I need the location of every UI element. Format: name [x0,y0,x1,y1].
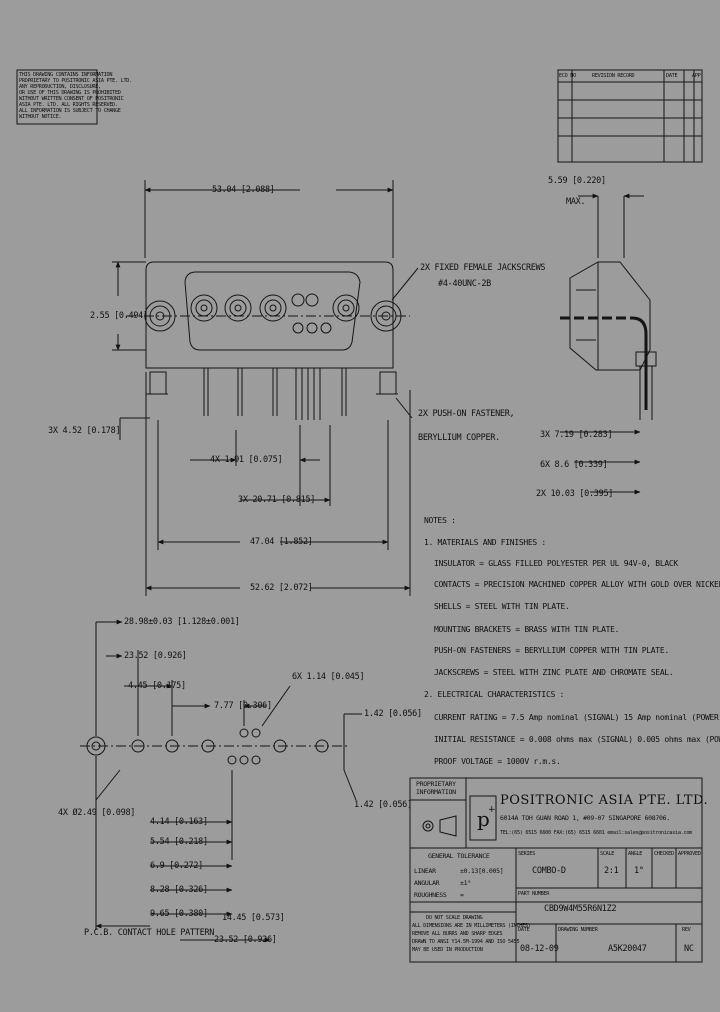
dim-side-2: 6X 8.6 [0.339] [540,460,608,470]
tol-angular-label: ANGULAR [414,879,440,887]
approved-label: APPROVED [678,851,701,857]
dim-pattern-3: 4.45 [0.175] [128,681,186,691]
tol-angular: ±1° [460,879,471,887]
note-fastener-material: BERYLLIUM COPPER. [418,433,500,443]
dim-pattern-10: 6.9 [0.272] [150,861,203,871]
positronic-logo-glyph: p [477,807,490,831]
tol-linear-label: LINEAR [414,867,436,875]
dim-flange-width: 52.62 [2.072] [250,583,313,593]
usage-line: ALL DIMENSIONS ARE IN MILLIMETERS (INCHE… [412,923,531,929]
proprietary-notice-line: THIS DRAWING CONTAINS INFORMATION [19,72,113,78]
projection-symbol [422,815,457,837]
notes-heading: NOTES : [424,516,456,525]
company-address: 6014A TOH GUAN ROAD 1, #09-07 SINGAPORE … [500,814,670,822]
angle-label: ANGLE [628,851,643,857]
notes-line: MOUNTING BRACKETS = BRASS WITH TIN PLATE… [434,625,620,634]
rev-label: REV [682,927,691,933]
dim-pattern-1: 28.98±0.03 [1.128±0.001] [124,617,240,627]
pcb-hole-pattern [80,619,362,943]
dim-height: 2.55 [0.494] [90,311,148,321]
proprietary-notice-box [16,69,98,125]
tol-other-label: ROUGHNESS [414,891,447,899]
rev-header-eco: ECO NO [559,73,576,79]
dim-pattern-9: 5.54 [0.218] [150,837,208,847]
notes-line: 2. ELECTRICAL CHARACTERISTICS : [424,690,565,699]
proprietary-notice-line: OR USE OF THIS DRAWING IS PROHIBITED [19,90,121,96]
tol-other: = [460,891,464,899]
note-fastener: 2X PUSH-ON FASTENER, [418,409,515,419]
notes-line: INSULATOR = GLASS FILLED POLYESTER PER U… [434,559,678,568]
proprietary-label: INFORMATION [416,788,456,796]
side-view-connector [560,193,657,495]
dim-pattern-7: 1.42 [0.056] [354,800,412,810]
dim-pattern-4: 6X 1.14 [0.045] [292,672,365,682]
dim-pattern-14: 23.52 [0.926] [214,935,277,945]
usage-line: REMOVE ALL BURRS AND SHARP EDGES [412,931,503,937]
front-view-connector [112,180,419,596]
proprietary-label: PROPRIETARY [416,780,456,788]
notes-line: PUSH-ON FASTENERS = BERYLLIUM COPPER WIT… [434,646,669,655]
series-value: COMBO-D [532,866,566,876]
drawing-number-label: DRAWING NUMBER [558,927,598,933]
notes-line: SHELLS = STEEL WITH TIN PLATE. [434,602,570,611]
rev-header-record: REVISION RECORD [592,73,635,79]
dim-side-1: 3X 7.19 [0.283] [540,430,613,440]
part-number: CBD9W4M55R6N1Z2 [544,904,617,914]
company-name: POSITRONIC ASIA PTE. LTD. [500,793,709,808]
rev-value: NC [684,944,694,954]
date-label: DATE [518,927,530,933]
svg-text:+: + [488,805,496,815]
proprietary-notice-line: ANY REPRODUCTION, DISCLOSURE, [19,84,101,90]
usage-header: DO NOT SCALE DRAWING [426,915,483,921]
dim-pattern-11: 8.28 [0.326] [150,885,208,895]
checked-label: CHECKED [654,851,674,857]
dim-pitch: 4X 1.91 [0.075] [210,455,283,465]
pattern-caption: P.C.B. CONTACT HOLE PATTERN [84,928,215,938]
proprietary-notice-line: WITHOUT WRITTEN CONSENT OF POSITRONIC [19,96,124,102]
dim-side-3: 2X 10.03 [0.395] [536,489,614,499]
notes-line: CONTACTS = PRECISION MACHINED COPPER ALL… [434,580,720,589]
tolerance-header: GENERAL TOLERANCE [428,852,490,860]
dim-pattern-2: 23.52 [0.926] [124,651,187,661]
dim-pattern-12: 9.65 [0.380] [150,909,208,919]
title-block-frame [409,777,703,963]
dim-hole-note: 4X Ø2.49 [0.098] [58,808,136,818]
revision-table [557,69,703,163]
note-jackscrews-thread: #4-40UNC-2B [438,279,491,289]
proprietary-notice-line: ALL INFORMATION IS SUBJECT TO CHANGE [19,108,121,114]
notes-line: JACKSCREWS = STEEL WITH ZINC PLATE AND C… [434,668,674,677]
usage-line: DRAWN TO ANSI Y14.5M-1994 AND ISO 5455 [412,939,520,945]
rev-header-app: APP [692,73,701,79]
proprietary-notice-line: ASIA PTE. LTD. ALL RIGHTS RESERVED. [19,102,118,108]
dim-pattern-5: 7.77 [0.306] [214,701,272,711]
dim-pattern-13: 14.45 [0.573] [222,913,285,923]
company-contact: TEL:(65) 6515 6600 FAX:(65) 6515 6601 em… [500,830,692,836]
proprietary-notice-line: WITHOUT NOTICE. [19,114,62,120]
notes-line: INITIAL RESISTANCE = 0.008 ohms max (SIG… [434,735,720,744]
dim-side-depth-max: MAX. [566,197,586,207]
dim-body-height: 3X 4.52 [0.178] [48,426,121,436]
scale-label: SCALE [600,851,615,857]
dim-signal-pitch: 3X 20.71 [0.815] [238,495,316,505]
dim-side-depth: 5.59 [0.220] [548,176,606,186]
drawing-number: A5K20047 [608,944,647,954]
note-jackscrews: 2X FIXED FEMALE JACKSCREWS [420,263,546,273]
rev-header-date: DATE [666,73,678,79]
scale-value: 2:1 [604,866,619,876]
dim-mount-spacing: 47.04 [1.852] [250,537,313,547]
date-value: 08-12-09 [520,944,559,954]
series-label: SERIES [518,851,535,857]
angle-value: 1° [634,866,644,876]
notes-line: CURRENT RATING = 7.5 Amp nominal (SIGNAL… [434,713,720,722]
notes-line: PROOF VOLTAGE = 1000V r.m.s. [434,757,561,766]
tol-linear: ±0.13[0.005] [460,867,504,875]
dim-overall-width: 53.04 [2.088] [212,185,275,195]
part-label: PART NUMBER [518,891,550,897]
usage-line: MAY BE USED IN PRODUCTION [412,947,483,953]
dim-pattern-6: 1.42 [0.056] [364,709,422,719]
notes-line: 1. MATERIALS AND FINISHES : [424,538,546,547]
proprietary-notice-line: PROPRIETARY TO POSITRONIC ASIA PTE. LTD. [19,78,132,84]
dim-pattern-8: 4.14 [0.163] [150,817,208,827]
